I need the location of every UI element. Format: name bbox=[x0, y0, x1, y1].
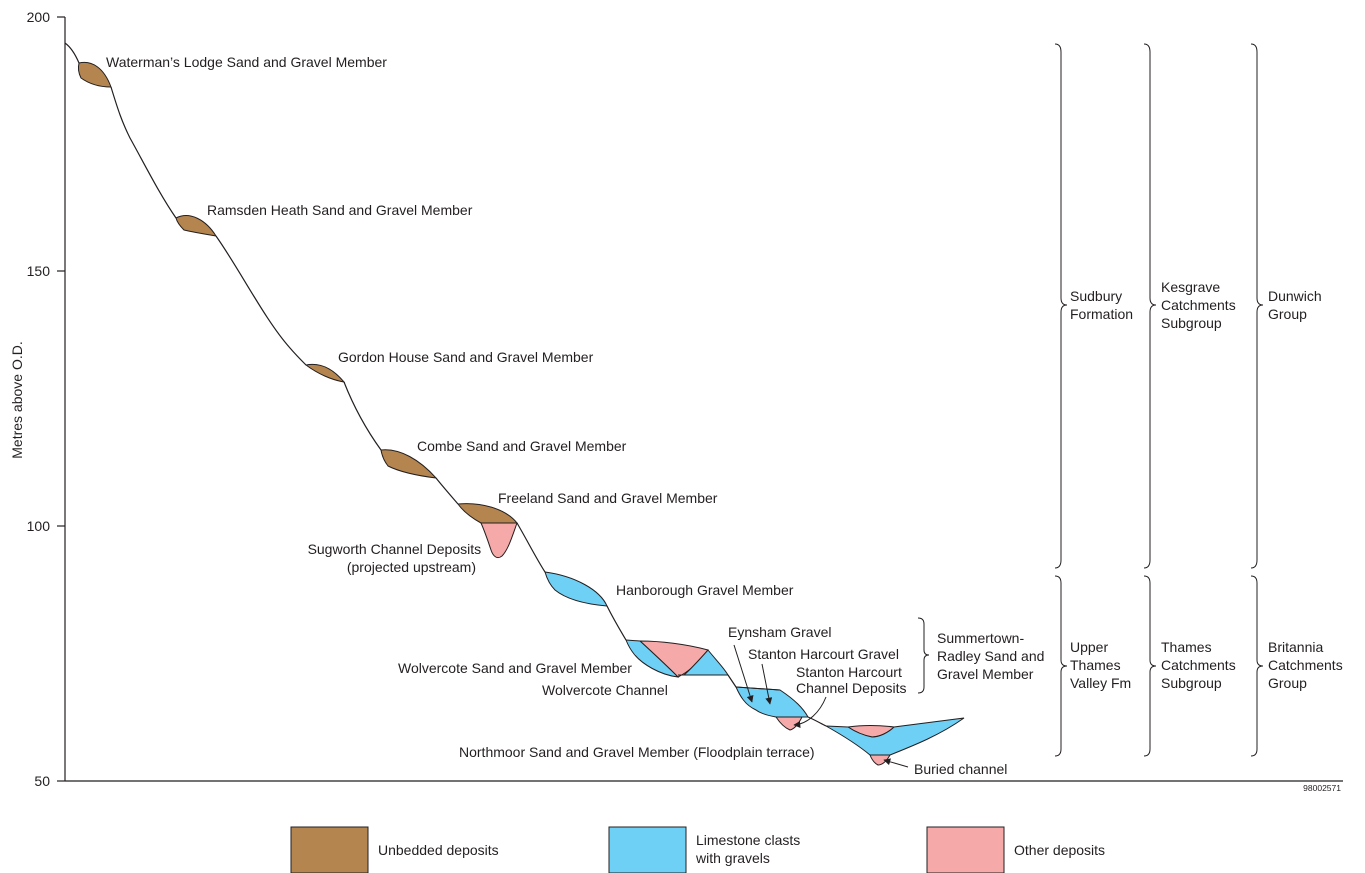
thames-catchments-label: Thames Catchments Subgroup bbox=[1161, 639, 1240, 691]
valley-profile bbox=[64, 42, 827, 727]
freeland-label: Freeland Sand and Gravel Member bbox=[498, 490, 718, 506]
annotation-arrows bbox=[733, 644, 909, 768]
buried-channel-arrow bbox=[883, 758, 909, 768]
gordon-house-deposit bbox=[304, 363, 346, 383]
dunwich-line-1: Dunwich bbox=[1268, 288, 1322, 304]
legend-limestone-line-1: Limestone clasts bbox=[696, 832, 800, 848]
buried-channel-deposit bbox=[869, 754, 891, 766]
kesgrave-brace bbox=[1143, 43, 1157, 569]
upper-thames-label: Upper Thames Valley Fm bbox=[1070, 639, 1131, 691]
combe-deposit bbox=[380, 449, 438, 479]
legend: Unbedded deposits Limestone clasts with … bbox=[290, 826, 1105, 873]
stanton-harcourt-channel-deposit bbox=[775, 716, 803, 731]
britannia-line-1: Britannia bbox=[1268, 639, 1323, 655]
thames-catchments-line-3: Subgroup bbox=[1161, 675, 1222, 691]
britannia-line-3: Group bbox=[1268, 675, 1307, 691]
unbedded-deposits bbox=[77, 61, 519, 524]
y-tick-100: 100 bbox=[27, 518, 51, 534]
y-axis-label: Metres above O.D. bbox=[9, 341, 25, 459]
stanton-channel-line-2: Channel Deposits bbox=[796, 680, 907, 696]
ramsden-label: Ramsden Heath Sand and Gravel Member bbox=[207, 202, 473, 218]
kesgrave-line-3: Subgroup bbox=[1161, 315, 1222, 331]
summertown-label: Summertown- Radley Sand and Gravel Membe… bbox=[937, 630, 1048, 682]
sudbury-line-1: Sudbury bbox=[1070, 288, 1122, 304]
eynsham-arrow bbox=[733, 644, 754, 703]
summertown-line-2: Radley Sand and bbox=[937, 648, 1044, 664]
figure-code: 98002571 bbox=[1303, 783, 1341, 793]
upper-thames-line-3: Valley Fm bbox=[1070, 675, 1131, 691]
britannia-label: Britannia Catchments Group bbox=[1268, 639, 1347, 691]
sudbury-line-2: Formation bbox=[1070, 306, 1133, 322]
summertown-line-1: Summertown- bbox=[937, 630, 1024, 646]
deposit-labels: Waterman’s Lodge Sand and Gravel Member … bbox=[106, 54, 1048, 777]
kesgrave-line-2: Catchments bbox=[1161, 297, 1236, 313]
northmoor-label: Northmoor Sand and Gravel Member (Floodp… bbox=[459, 744, 815, 760]
buried-channel-label: Buried channel bbox=[914, 761, 1007, 777]
dunwich-label: Dunwich Group bbox=[1268, 288, 1326, 322]
y-tick-50: 50 bbox=[34, 773, 50, 789]
hanborough-deposit bbox=[544, 571, 608, 607]
stratigraphy-labels: Sudbury Formation Upper Thames Valley Fm… bbox=[1070, 279, 1347, 691]
legend-limestone-line-2: with gravels bbox=[695, 850, 770, 866]
legend-label-other: Other deposits bbox=[1014, 842, 1105, 858]
upper-thames-line-1: Upper bbox=[1070, 639, 1108, 655]
britannia-line-2: Catchments bbox=[1268, 657, 1343, 673]
summertown-brace bbox=[917, 617, 930, 694]
braces bbox=[917, 43, 1264, 757]
stanton-gravel-arrow bbox=[761, 663, 773, 705]
stanton-channel-line-1: Stanton Harcourt bbox=[796, 664, 902, 680]
thames-catchments-line-1: Thames bbox=[1161, 639, 1212, 655]
wolvercote-member-left bbox=[625, 639, 680, 678]
sugworth-label: Sugworth Channel Deposits (projected ups… bbox=[308, 541, 485, 575]
upper-thames-line-2: Thames bbox=[1070, 657, 1121, 673]
stanton-channel-label: Stanton Harcourt Channel Deposits bbox=[796, 664, 907, 696]
northmoor-deposit bbox=[825, 717, 965, 756]
sugworth-line-1: Sugworth Channel Deposits bbox=[308, 541, 482, 557]
gordon-label: Gordon House Sand and Gravel Member bbox=[338, 349, 594, 365]
sudbury-brace bbox=[1054, 43, 1068, 569]
thames-catchments-brace bbox=[1143, 575, 1157, 757]
wolvercote-member-label: Wolvercote Sand and Gravel Member bbox=[398, 660, 632, 676]
y-axis bbox=[57, 16, 66, 782]
freeland-deposit bbox=[457, 503, 519, 524]
y-tick-150: 150 bbox=[27, 263, 51, 279]
dunwich-brace bbox=[1250, 43, 1264, 569]
sugworth-line-2: (projected upstream) bbox=[347, 559, 476, 575]
combe-label: Combe Sand and Gravel Member bbox=[417, 438, 627, 454]
sugworth-channel-deposit bbox=[480, 522, 518, 559]
kesgrave-label: Kesgrave Catchments Subgroup bbox=[1161, 279, 1240, 331]
wolvercote-channel-label: Wolvercote Channel bbox=[542, 682, 668, 698]
hanborough-label: Hanborough Gravel Member bbox=[616, 582, 794, 598]
ramsden-heath-deposit bbox=[175, 215, 218, 237]
legend-swatch-other bbox=[926, 826, 1005, 873]
legend-label-unbedded: Unbedded deposits bbox=[378, 842, 499, 858]
dunwich-line-2: Group bbox=[1268, 306, 1307, 322]
kesgrave-line-1: Kesgrave bbox=[1161, 279, 1220, 295]
legend-swatch-limestone bbox=[608, 826, 687, 873]
y-tick-200: 200 bbox=[27, 9, 51, 25]
upper-thames-brace bbox=[1054, 575, 1068, 757]
summertown-line-3: Gravel Member bbox=[937, 666, 1034, 682]
watermans-lodge-deposit bbox=[77, 61, 112, 88]
britannia-brace bbox=[1250, 575, 1264, 757]
stanton-gravel-label: Stanton Harcourt Gravel bbox=[748, 646, 899, 662]
stanton-channel-arrow bbox=[793, 696, 827, 729]
sudbury-formation-label: Sudbury Formation bbox=[1070, 288, 1133, 322]
watermans-label: Waterman’s Lodge Sand and Gravel Member bbox=[106, 54, 387, 70]
eynsham-top-line bbox=[735, 686, 781, 691]
legend-swatch-unbedded bbox=[290, 826, 369, 873]
thames-catchments-line-2: Catchments bbox=[1161, 657, 1236, 673]
eynsham-label: Eynsham Gravel bbox=[728, 624, 831, 640]
legend-label-limestone: Limestone clasts with gravels bbox=[695, 832, 804, 866]
